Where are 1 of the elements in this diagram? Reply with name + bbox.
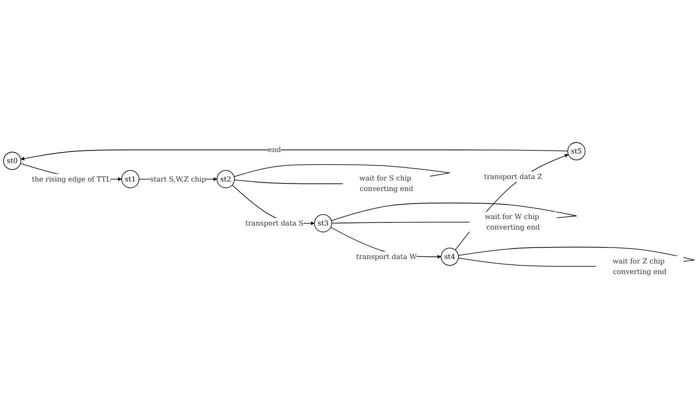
- arrow: [20, 149, 568, 160]
